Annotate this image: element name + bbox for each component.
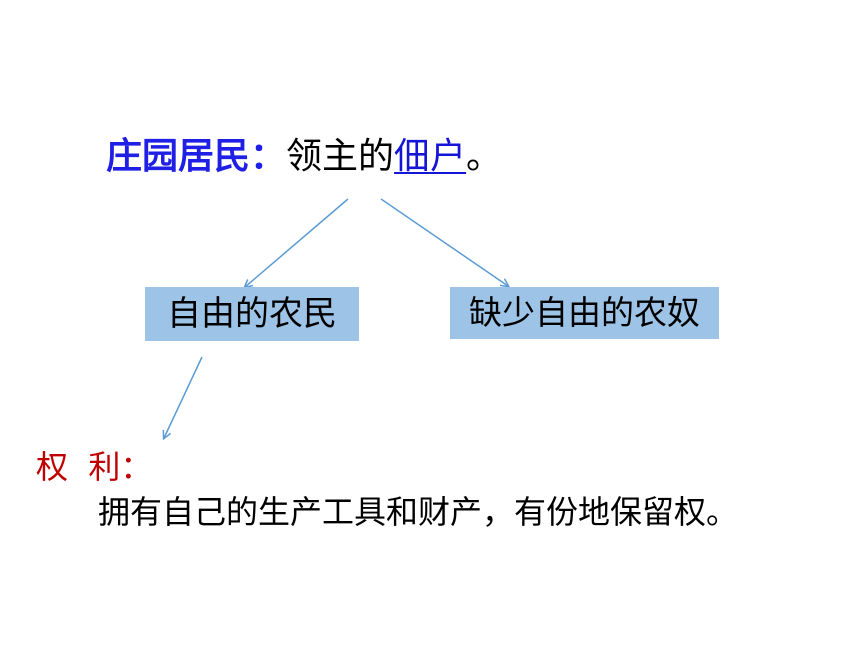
arrow-to-serf	[380, 198, 508, 286]
title-period: 。	[466, 136, 503, 177]
title-term: 庄园居民：	[106, 136, 287, 177]
arrow-to-free-peasant	[245, 198, 349, 287]
title-line: 庄园居民：领主的佃户。	[106, 132, 502, 182]
rights-label: 权 利：	[36, 448, 153, 486]
arrow-to-rights	[164, 356, 203, 438]
rights-text: 拥有自己的生产工具和财产，有份地保留权。	[98, 493, 739, 531]
title-text: 领主的	[286, 136, 395, 177]
serf-box: 缺少自由的农奴	[450, 287, 719, 339]
tenant-link[interactable]: 佃户	[394, 136, 467, 177]
free-peasant-box: 自由的农民	[145, 287, 359, 341]
